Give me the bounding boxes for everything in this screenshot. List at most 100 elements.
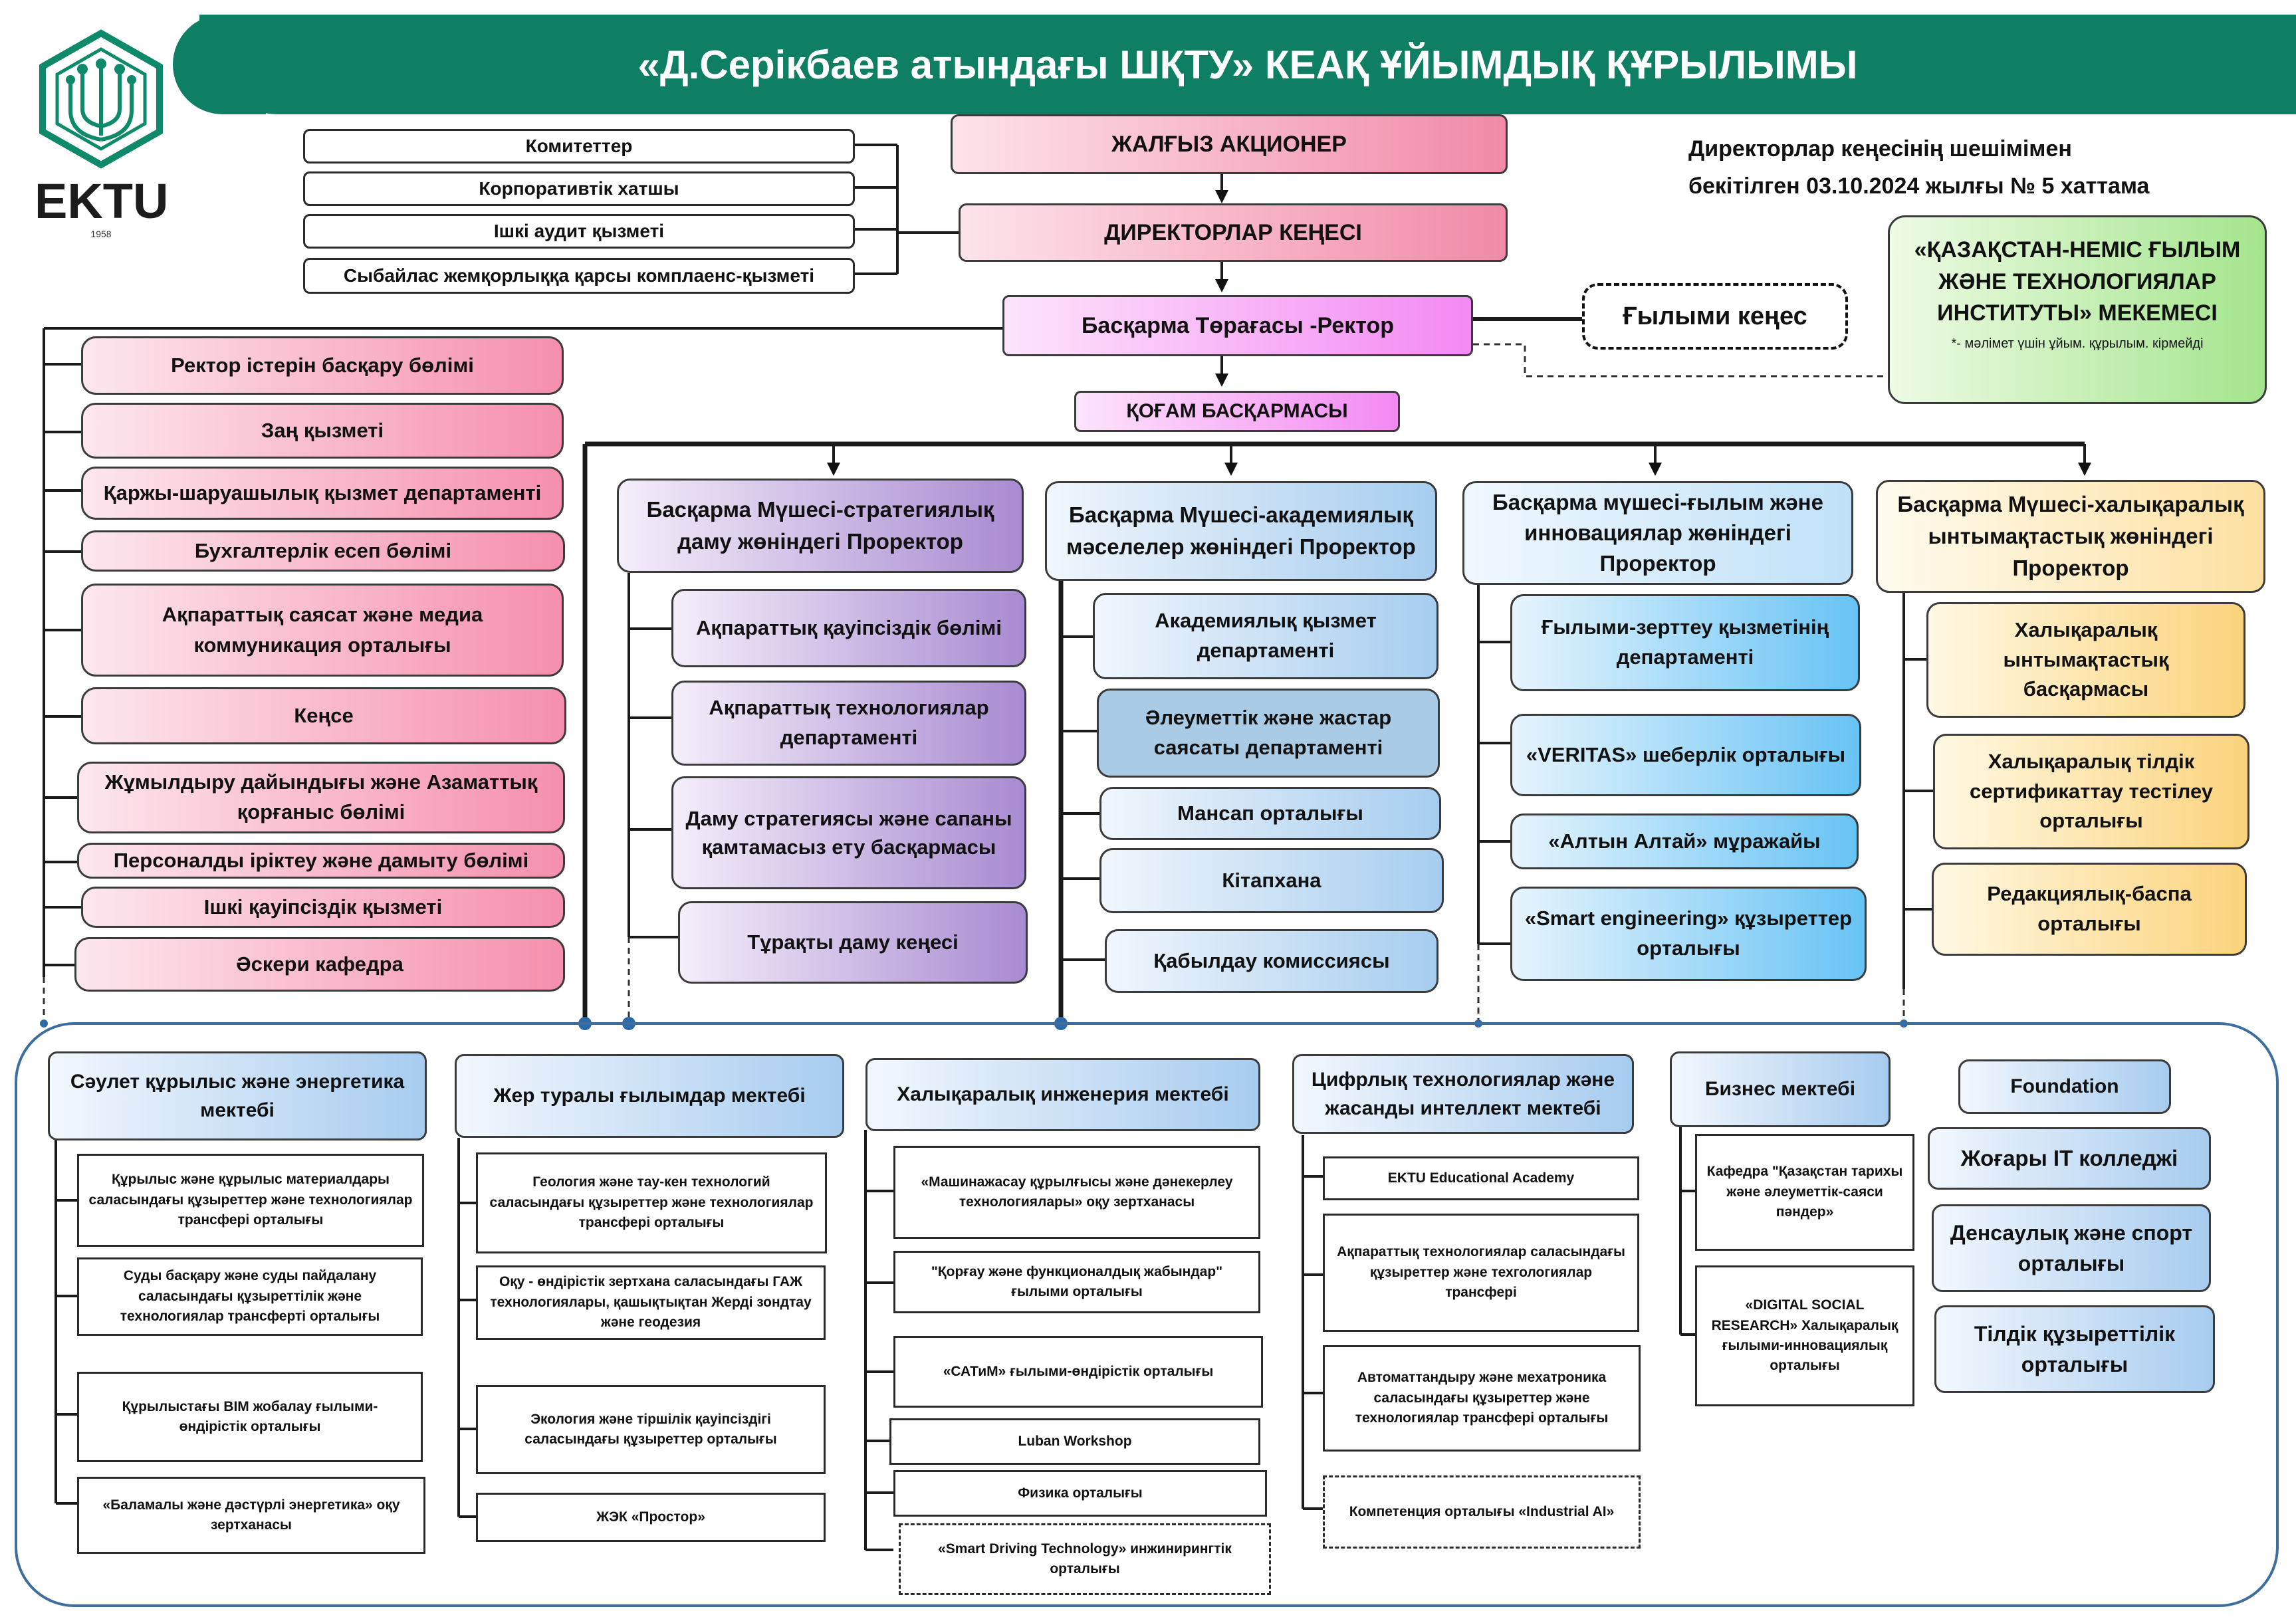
school-digital-ai-header[interactable]: Цифрлық технологиялар және жасанды интел…: [1292, 1054, 1634, 1134]
unit-label: «Smart engineering» құзыреттер орталығы: [1524, 907, 1853, 960]
school-intl-eng-unit-4[interactable]: Luban Workshop: [889, 1418, 1260, 1465]
rector-unit-internal-security[interactable]: Ішкі қауіпсіздік қызметі: [81, 887, 565, 928]
academic-unit-social-youth[interactable]: Әлеуметтік және жастар саясаты департаме…: [1097, 689, 1440, 778]
academic-unit-career[interactable]: Мансап орталығы: [1099, 787, 1441, 840]
school-earth-sciences-header[interactable]: Жер туралы ғылымдар мектебі: [455, 1054, 844, 1138]
rector-unit-label: Ректор істерін басқару бөлімі: [171, 354, 474, 377]
science-council-box[interactable]: Ғылыми кеңес: [1582, 283, 1848, 350]
unit-label: Физика орталығы: [1018, 1485, 1143, 1501]
rector-unit-finance[interactable]: Қаржы-шаруашылық қызмет департаменті: [81, 467, 564, 520]
school-business-header[interactable]: Бизнес мектебі: [1670, 1051, 1891, 1127]
schools-frame: [15, 1022, 2279, 1607]
management-board-box[interactable]: ҚОҒАМ БАСҚАРМАСЫ: [1074, 391, 1400, 432]
strategic-unit-sustainability[interactable]: Тұрақты даму кеңесі: [678, 901, 1028, 984]
rector-unit-affairs[interactable]: Ректор істерін басқару бөлімі: [81, 336, 564, 395]
unit-label: "Қорғау және функционалдық жабындар" ғыл…: [931, 1263, 1223, 1299]
title-banner: «Д.Серікбаев атындағы ШҚТУ» КЕАҚ ҰЙЫМДЫҚ…: [173, 15, 2296, 114]
school-architecture-header[interactable]: Сәулет құрылыс және энергетика мектебі: [48, 1051, 427, 1140]
international-unit-language-testing[interactable]: Халықаралық тілдік сертификаттау тестіле…: [1933, 734, 2249, 849]
school-digital-ai-unit-1[interactable]: EKTU Educational Academy: [1323, 1156, 1639, 1200]
strategic-unit-it-department[interactable]: Ақпараттық технологиялар департаменті: [671, 681, 1026, 766]
school-international-engineering-header[interactable]: Халықаралық инженерия мектебі: [865, 1058, 1260, 1131]
board-unit-label: Ішкі аудит қызметі: [493, 221, 665, 241]
strategic-unit-development[interactable]: Даму стратегиясы және сапаны қамтамасыз …: [671, 776, 1026, 889]
school-architecture-unit-2[interactable]: Суды басқару және суды пайдалану саласын…: [77, 1257, 423, 1336]
board-unit-compliance[interactable]: Сыбайлас жемқорлыққа қарсы комплаенс-қыз…: [303, 258, 855, 294]
school-earth-sciences-unit-1[interactable]: Геология және тау-кен технологий саласын…: [476, 1152, 827, 1253]
rector-unit-label: Жұмылдыру дайындығы және Азаматтық қорға…: [104, 770, 538, 823]
school-intl-eng-unit-5[interactable]: Физика орталығы: [893, 1470, 1267, 1517]
school-intl-eng-unit-3[interactable]: «САТиМ» ғылыми-өндірістік орталығы: [893, 1336, 1263, 1408]
school-earth-sciences-unit-2[interactable]: Оқу - өндірістік зертхана саласындағы ГА…: [476, 1265, 826, 1340]
board-unit-committees[interactable]: Комитеттер: [303, 129, 855, 163]
academic-unit-library[interactable]: Кітапхана: [1099, 848, 1444, 913]
science-unit-smart-engineering[interactable]: «Smart engineering» құзыреттер орталығы: [1510, 887, 1867, 981]
school-title: Бизнес мектебі: [1704, 1078, 1856, 1100]
science-unit-museum[interactable]: «Алтын Алтай» мұражайы: [1510, 813, 1859, 869]
strategic-unit-info-security[interactable]: Ақпараттық қауіпсіздік бөлімі: [671, 589, 1026, 667]
unit-label: «Машинажасау құрылғысы және дәнекерлеу т…: [921, 1174, 1233, 1210]
sole-shareholder-box[interactable]: ЖАЛҒЫЗ АКЦИОНЕР: [951, 114, 1508, 174]
rector-unit-military-dept[interactable]: Әскери кафедра: [74, 937, 565, 992]
international-unit-cooperation[interactable]: Халықаралық ынтымақтастық басқармасы: [1926, 602, 2245, 718]
unit-label: Әлеуметтік және жастар саясаты департаме…: [1145, 706, 1392, 759]
approval-line-2: бекітілген 03.10.2024 жылғы № 5 хаттама: [1688, 173, 2150, 199]
rector-unit-office[interactable]: Кеңсе: [81, 687, 566, 744]
board-of-directors-box[interactable]: ДИРЕКТОРЛАР КЕҢЕСІ: [959, 203, 1508, 262]
rector-unit-label: Кеңсе: [294, 704, 354, 727]
school-intl-eng-unit-6[interactable]: «Smart Driving Technology» инжинирингтік…: [899, 1523, 1271, 1595]
school-digital-ai-unit-2[interactable]: Ақпараттық технологиялар саласындағы құз…: [1323, 1214, 1639, 1332]
unit-label: Құрылыс және құрылыс материалдары саласы…: [88, 1172, 413, 1228]
chairman-rector-box[interactable]: Басқарма Төрағасы -Ректор: [1002, 295, 1473, 356]
vice-rector-science-box[interactable]: Басқарма мүшесі-ғылым және инновациялар …: [1462, 481, 1853, 585]
other-unit-health-sports[interactable]: Денсаулық және спорт орталығы: [1932, 1204, 2211, 1292]
academic-unit-admissions[interactable]: Қабылдау комиссиясы: [1105, 929, 1438, 993]
chairman-rector-label: Басқарма Төрағасы -Ректор: [1081, 312, 1395, 338]
academic-unit-academic-dept[interactable]: Академиялық қызмет департаменті: [1093, 593, 1438, 679]
unit-label: Тұрақты даму кеңесі: [747, 930, 959, 954]
school-architecture-unit-4[interactable]: «Баламалы және дәстүрлі энергетика» оқу …: [77, 1477, 425, 1554]
science-council-label: Ғылыми кеңес: [1623, 302, 1807, 330]
rector-unit-label: Әскери кафедра: [236, 952, 403, 976]
other-unit-foundation[interactable]: Foundation: [1958, 1059, 2171, 1114]
rector-unit-personnel[interactable]: Персоналды іріктеу және дамыту бөлімі: [77, 843, 565, 879]
vice-rector-title: Басқарма Мүшесі-стратегиялық даму жөнінд…: [646, 497, 994, 554]
institute-box[interactable]: «ҚАЗАҚСТАН-НЕМІС ҒЫЛЫМ ЖӘНЕ ТЕХНОЛОГИЯЛА…: [1888, 215, 2267, 404]
school-intl-eng-unit-1[interactable]: «Машинажасау құрылғысы және дәнекерлеу т…: [893, 1146, 1260, 1239]
board-unit-internal-audit[interactable]: Ішкі аудит қызметі: [303, 214, 855, 249]
board-unit-corporate-secretary[interactable]: Корпоративтік хатшы: [303, 171, 855, 206]
unit-label: Экология және тіршілік қауіпсіздігі сала…: [524, 1411, 777, 1447]
rector-unit-accounting[interactable]: Бухгалтерлік есеп бөлімі: [81, 530, 565, 572]
unit-label: «САТиМ» ғылыми-өндірістік орталығы: [943, 1363, 1214, 1379]
unit-label: Редакциялық-баспа орталығы: [1987, 882, 2192, 935]
school-business-unit-2[interactable]: «DIGITAL SOCIAL RESEARCH» Халықаралық ғы…: [1695, 1265, 1914, 1406]
science-unit-veritas[interactable]: «VERITAS» шеберлік орталығы: [1510, 714, 1861, 796]
school-earth-sciences-unit-4[interactable]: ЖЭК «Простор»: [476, 1493, 826, 1542]
unit-label: Суды басқару және суды пайдалану саласын…: [120, 1268, 380, 1325]
other-unit-it-college[interactable]: Жоғары IT колледжі: [1928, 1127, 2211, 1190]
vice-rector-strategic-box[interactable]: Басқарма Мүшесі-стратегиялық даму жөнінд…: [617, 479, 1024, 573]
unit-label: «VERITAS» шеберлік орталығы: [1526, 743, 1846, 766]
science-unit-research-dept[interactable]: Ғылыми-зерттеу қызметінің департаменті: [1510, 594, 1860, 691]
school-business-unit-1[interactable]: Кафедра "Қазақстан тарихы және әлеуметті…: [1695, 1134, 1914, 1251]
logo-year: 1958: [90, 229, 112, 239]
vice-rector-title: Басқарма Мүшесі-академиялық мәселелер жө…: [1066, 502, 1416, 559]
school-architecture-unit-3[interactable]: Құрылыстағы BIM жобалау ғылыми-өндірісті…: [77, 1372, 423, 1462]
school-digital-ai-unit-3[interactable]: Автоматтандыру және мехатроника саласынд…: [1323, 1345, 1641, 1452]
other-unit-language-center[interactable]: Тілдік құзыреттілік орталығы: [1934, 1305, 2215, 1393]
unit-label: Кафедра "Қазақстан тарихы және әлеуметті…: [1706, 1164, 1903, 1220]
rector-unit-label: Персоналды іріктеу және дамыту бөлімі: [113, 849, 529, 872]
vice-rector-international-box[interactable]: Басқарма Мүшесі-халықаралық ынтымақтасты…: [1876, 480, 2265, 593]
unit-label: EKTU Educational Academy: [1387, 1170, 1575, 1186]
school-intl-eng-unit-2[interactable]: "Қорғау және функционалдық жабындар" ғыл…: [893, 1251, 1260, 1313]
rector-unit-legal[interactable]: Заң қызметі: [81, 403, 564, 459]
rector-unit-civil-defense[interactable]: Жұмылдыру дайындығы және Азаматтық қорға…: [77, 762, 565, 833]
school-earth-sciences-unit-3[interactable]: Экология және тіршілік қауіпсіздігі сала…: [476, 1385, 826, 1474]
school-digital-ai-unit-4[interactable]: Компетенция орталығы «Industrial AI»: [1323, 1475, 1641, 1549]
school-architecture-unit-1[interactable]: Құрылыс және құрылыс материалдары саласы…: [77, 1154, 424, 1247]
unit-label: Ғылыми-зерттеу қызметінің департаменті: [1541, 615, 1829, 669]
international-unit-publishing[interactable]: Редакциялық-баспа орталығы: [1932, 863, 2247, 956]
vice-rector-academic-box[interactable]: Басқарма Мүшесі-академиялық мәселелер жө…: [1045, 481, 1437, 581]
rector-unit-media[interactable]: Ақпараттық саясат және медиа коммуникаци…: [81, 584, 564, 677]
unit-label: Тілдік құзыреттілік орталығы: [1974, 1321, 2176, 1376]
